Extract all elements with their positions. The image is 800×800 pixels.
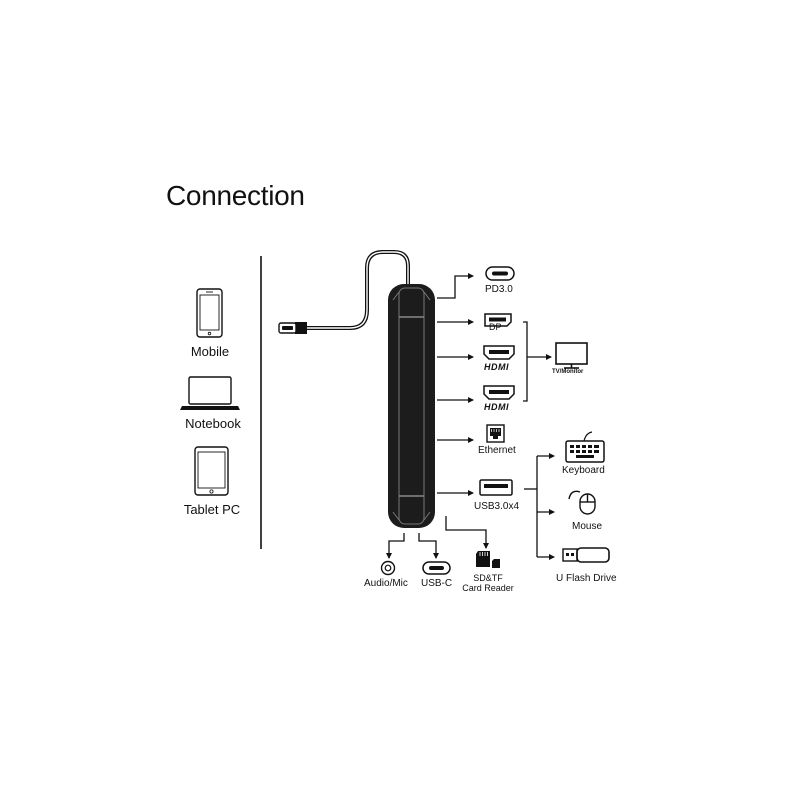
host-label-tablet: Tablet PC (183, 502, 241, 517)
output-label-flash: U Flash Drive (556, 573, 617, 584)
laptop-icon (180, 376, 240, 410)
hdmi-port-icon-2 (483, 385, 515, 400)
usb-c-plug-icon (278, 322, 307, 334)
host-label-mobile: Mobile (190, 344, 230, 359)
host-label-notebook: Notebook (185, 416, 241, 431)
audio-jack-icon (380, 560, 396, 576)
card-reader-line-2: Card Reader (462, 583, 514, 593)
usb-c-port-icon (485, 266, 515, 281)
port-label-ethernet: Ethernet (478, 445, 516, 456)
port-label-hdmi-2: HDMI (484, 402, 509, 412)
displayport-icon (484, 313, 512, 327)
connector-lines (386, 273, 555, 560)
page-title: Connection (166, 180, 305, 211)
usb-hub-body (388, 284, 435, 528)
hdmi-port-icon (483, 345, 515, 360)
output-label-mouse: Mouse (572, 521, 603, 532)
port-label-usb-c: USB-C (421, 578, 453, 589)
card-reader-line-1: SD&TF (473, 573, 503, 583)
tablet-icon (194, 446, 229, 496)
port-label-audio: Audio/Mic (364, 578, 408, 589)
usb-flash-drive-icon (562, 547, 610, 563)
keyboard-icon (565, 431, 605, 463)
monitor-icon (555, 342, 588, 369)
usb-a-port-icon (479, 479, 513, 496)
mobile-phone-icon (196, 288, 223, 338)
usb-c-port-icon-bottom (422, 561, 451, 575)
port-label-card-reader: SD&TF Card Reader (458, 573, 518, 593)
ethernet-port-icon (486, 424, 505, 443)
port-label-usb: USB3.0x4 (474, 501, 520, 512)
port-label-dp: DP (489, 322, 502, 332)
output-label-tv: TV/Monitor (552, 369, 584, 375)
mouse-icon (568, 490, 596, 515)
port-label-pd: PD3.0 (485, 284, 513, 295)
port-label-hdmi: HDMI (484, 362, 509, 372)
output-label-keyboard: Keyboard (562, 465, 605, 476)
sd-card-icon (476, 551, 500, 568)
